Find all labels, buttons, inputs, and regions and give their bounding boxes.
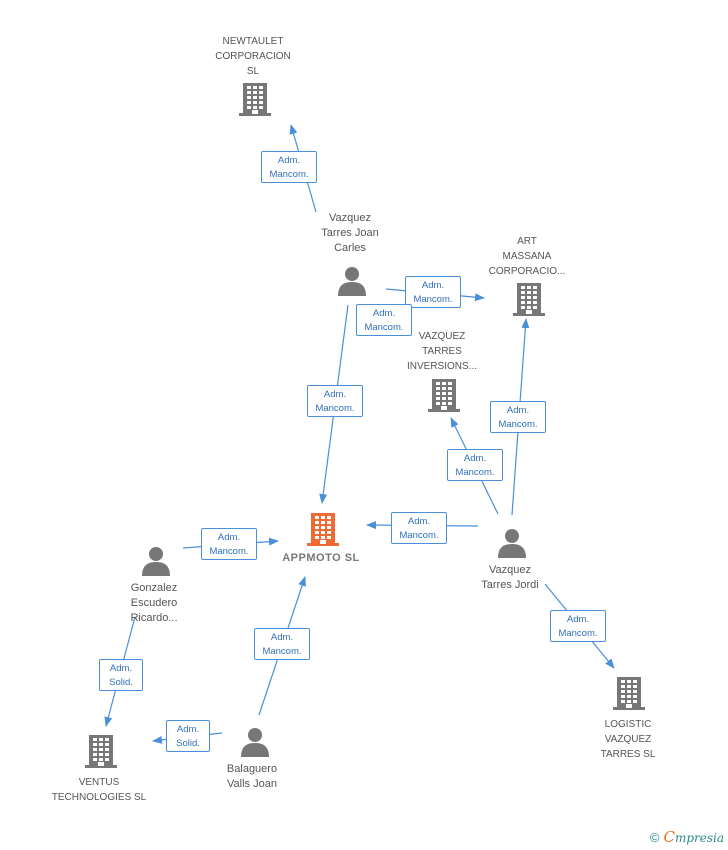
vazquez-joan-person-icon[interactable] [338, 267, 366, 296]
edge-label-line: Adm. [176, 724, 200, 735]
node-label-art-massana[interactable]: ART MASSANA CORPORACIO... [472, 234, 582, 279]
node-label-line: Carles [334, 242, 366, 254]
edge-label-line: Adm. [323, 389, 347, 400]
edge-label-line: Mancom. [269, 169, 309, 180]
node-label-line: VENTUS [78, 777, 120, 788]
vazquez-inversions-building-icon[interactable] [428, 379, 460, 412]
copyright-symbol: © [649, 830, 660, 845]
edge-label-line: Adm. [407, 516, 431, 527]
edge-label-line: Mancom. [399, 530, 439, 541]
node-label-line: Balaguero [226, 763, 278, 775]
edge-label-line: Solid. [109, 677, 133, 688]
logistic-building-icon[interactable] [613, 677, 645, 710]
node-label-line: APPMOTO SL [282, 552, 360, 564]
ventus-building-icon[interactable] [85, 735, 117, 768]
node-label-line: TARRES [422, 346, 462, 357]
brand-name: mpresia [674, 831, 724, 845]
edge-label[interactable]: Adm. Solid. [99, 659, 143, 691]
node-label-line: NEWTAULET [222, 36, 284, 47]
node-label-line: MASSANA [502, 251, 552, 262]
edge-label[interactable]: Adm. Mancom. [391, 512, 447, 544]
edge-label[interactable]: Adm. Mancom. [490, 401, 546, 433]
edge-label-line: Mancom. [455, 467, 495, 478]
node-label-line: LOGISTIC [604, 719, 652, 730]
node-label-newtaulet[interactable]: NEWTAULET CORPORACION SL [198, 34, 308, 79]
appmoto-building-icon[interactable] [307, 513, 339, 546]
edge-label-line: Adm. [506, 405, 530, 416]
edge-label[interactable]: Adm. Mancom. [261, 151, 317, 183]
node-label-line: Valls Joan [227, 778, 277, 790]
edge-label[interactable]: Adm. Mancom. [550, 610, 606, 642]
node-label-line: Vazquez [329, 212, 371, 224]
edge-label[interactable]: Adm. Mancom. [405, 276, 461, 308]
edge-label[interactable]: Adm. Mancom. [356, 304, 412, 336]
node-label-line: INVERSIONS... [406, 361, 477, 372]
edge-label-line: Adm. [109, 663, 133, 674]
node-label-line: TARRES SL [600, 749, 656, 760]
node-label-line: Ricardo... [130, 612, 178, 624]
edge-label-line: Mancom. [209, 546, 249, 557]
edge-label[interactable]: Adm. Mancom. [307, 385, 363, 417]
node-label-line: TECHNOLOGIES SL [51, 792, 147, 803]
node-label-line: Vazquez [489, 564, 531, 576]
node-label-ventus[interactable]: VENTUS TECHNOLOGIES SL [34, 775, 164, 805]
node-label-line: Gonzalez [130, 582, 178, 594]
newtaulet-building-icon[interactable] [239, 83, 271, 116]
gonzalez-person-icon[interactable] [142, 547, 170, 576]
edge-label[interactable]: Adm. Mancom. [447, 449, 503, 481]
edge-label-line: Adm. [463, 453, 487, 464]
node-label-line: CORPORACION [215, 51, 291, 62]
node-label-vazquez-inversions[interactable]: VAZQUEZ TARRES INVERSIONS... [387, 329, 497, 374]
edge-label-line: Adm. [277, 155, 301, 166]
edge-label-line: Adm. [372, 308, 396, 319]
edge-label-line: Mancom. [315, 403, 355, 414]
node-label-line: CORPORACIO... [488, 266, 566, 277]
edge-label-line: Adm. [421, 280, 445, 291]
node-label-line: SL [246, 66, 260, 77]
art-massana-building-icon[interactable] [513, 283, 545, 316]
edge-label-line: Mancom. [498, 419, 538, 430]
empresia-logo: ©Cmpresia [650, 828, 724, 846]
node-label-line: Tarres Joan [321, 227, 379, 239]
brand-initial: C [663, 828, 675, 846]
edge-label-line: Adm. [270, 632, 294, 643]
node-label-line: ART [517, 236, 537, 247]
node-label-line: VAZQUEZ [418, 331, 466, 342]
node-label-appmoto[interactable]: APPMOTO SL [266, 551, 376, 566]
node-label-line: Escudero [130, 597, 178, 609]
edge-label[interactable]: Adm. Solid. [166, 720, 210, 752]
edge-label[interactable]: Adm. Mancom. [201, 528, 257, 560]
node-label-logistic[interactable]: LOGISTIC VAZQUEZ TARRES SL [573, 717, 683, 762]
edge-label-line: Adm. [566, 614, 590, 625]
balaguero-person-icon[interactable] [241, 728, 269, 757]
edge-label-line: Solid. [176, 738, 200, 749]
edge-label[interactable]: Adm. Mancom. [254, 628, 310, 660]
vazquez-jordi-person-icon[interactable] [498, 529, 526, 558]
edge-label-line: Mancom. [364, 322, 404, 333]
edge-label-line: Mancom. [558, 628, 598, 639]
node-label-line: VAZQUEZ [604, 734, 652, 745]
node-label-line: Tarres Jordi [481, 579, 539, 591]
edge-label-line: Mancom. [262, 646, 302, 657]
edge-label-line: Adm. [217, 532, 241, 543]
edge-label-line: Mancom. [413, 294, 453, 305]
